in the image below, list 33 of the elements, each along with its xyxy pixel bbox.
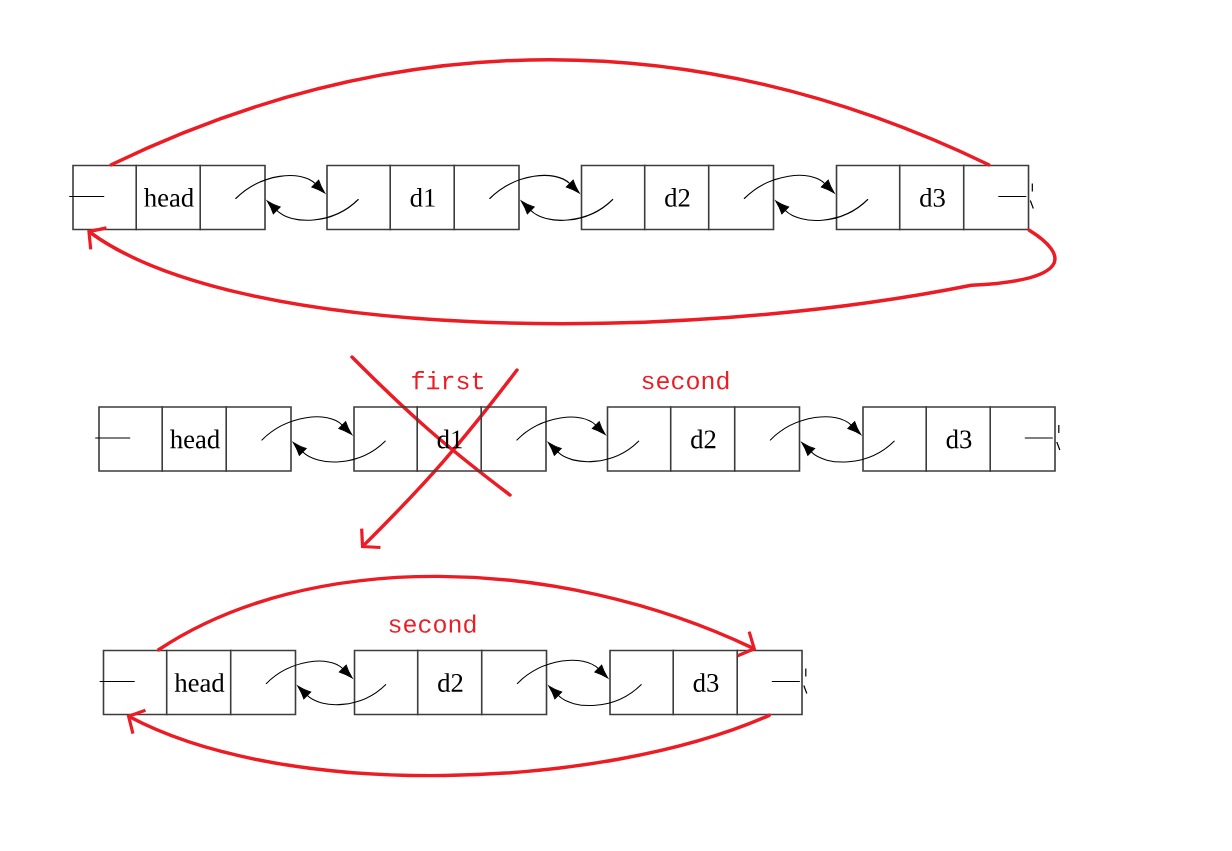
- caption-label: first: [412, 371, 483, 390]
- list-node: d2: [580, 163, 775, 232]
- curved-arrow: [801, 440, 895, 463]
- curved-arrow: [235, 175, 326, 200]
- curved-arrow: [87, 226, 1057, 326]
- curved-arrow: [520, 198, 614, 221]
- list-node: d2: [606, 405, 801, 473]
- curved-arrow: [769, 416, 862, 441]
- curved-arrow: [156, 574, 757, 658]
- curved-arrow: [265, 660, 353, 685]
- curved-arrow: [743, 174, 835, 200]
- curved-arrow: [516, 416, 606, 441]
- list-node: d1: [326, 163, 520, 232]
- curved-arrow: [261, 416, 353, 441]
- curved-arrow: [548, 684, 642, 707]
- curved-arrow: [126, 708, 771, 778]
- list-node: d3: [609, 648, 803, 717]
- curved-arrow: [297, 684, 387, 706]
- list-node: head: [102, 648, 297, 717]
- curved-arrow: [775, 198, 869, 221]
- list-node: d2: [353, 648, 548, 717]
- curved-arrow: [489, 174, 580, 200]
- list-node: d3: [835, 163, 1030, 232]
- list-node: head: [98, 405, 292, 473]
- curved-arrow: [266, 198, 359, 221]
- caption-label: second: [389, 614, 476, 633]
- curved-arrow: [292, 440, 386, 463]
- curved-line: [109, 57, 991, 167]
- caption-label: second: [642, 371, 729, 390]
- list-node: d3: [862, 405, 1056, 473]
- curved-arrow: [547, 440, 640, 463]
- list-node: head: [72, 163, 266, 232]
- curved-arrow: [516, 659, 609, 685]
